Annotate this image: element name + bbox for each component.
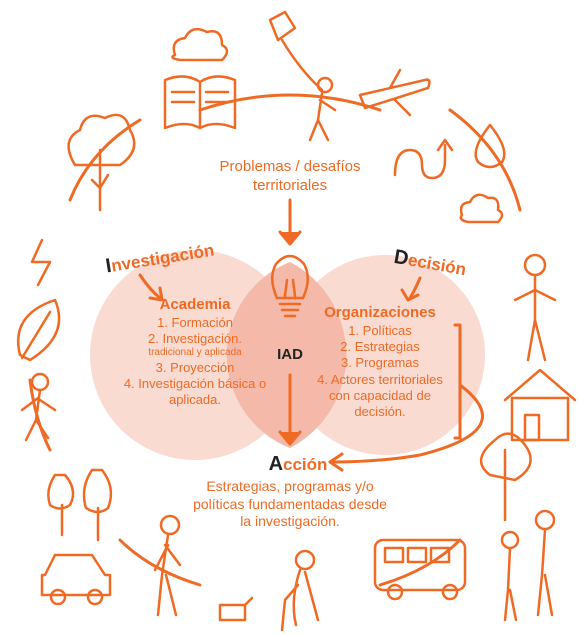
result-line2: políticas fundamentadas desde [193,495,387,512]
ring-arc-right [448,108,522,212]
trees-icon [47,468,113,542]
academia-item-2: 2. Investigación. [148,331,242,346]
organizaciones-item-3: 3. Programas [340,355,420,371]
cloud-icon-top [171,27,229,62]
iad-label: IAD [277,346,303,363]
overlap-region [226,262,347,448]
elderly-person-icon [280,549,320,632]
accion-label: Acción [258,452,338,477]
lightbulb-icon [271,254,309,318]
airplane-icon [358,68,431,117]
result-line1: Estrategias, programas y/o [206,478,374,494]
car-icon [40,553,112,606]
bus-icon [373,538,467,601]
cloud-icon-right [459,193,504,224]
house-icon [503,368,577,442]
leaf-icon [17,298,61,362]
accion-rest: cción [283,455,328,474]
ring-arc-top [198,93,382,112]
standing-people-icon [500,509,556,622]
organizaciones-title: Organizaciones [324,304,436,321]
ring-arc-bottom-left [118,538,202,587]
tree-icon-right [480,432,532,522]
result-line3: la investigación. [240,513,340,529]
academia-item-2-sub: tradicional y aplicada [148,347,242,359]
return-arrow [330,383,484,464]
organizaciones-bracket [453,323,462,440]
ring-arc-bottom-right [378,538,462,587]
organizaciones-item-4: 4. Actores territoriales [317,371,443,387]
organizaciones-block: Organizaciones 1. Políticas 2. Estrategi… [305,304,455,420]
academia-item-1: 1. Formación [157,314,233,330]
academia-item-4: 4. Investigación básica o [123,376,267,391]
academia-title: Academia [159,296,231,313]
drop-icon [474,123,506,169]
road-icon [393,138,454,180]
organizaciones-item-4-cont: con capacidad de [329,387,431,403]
organizaciones-item-1: 1. Políticas [348,322,412,338]
book-icon [163,75,237,130]
iad-arrowhead [278,430,302,446]
kite-person-icon [268,10,337,142]
academia-block: Academia 1. Formación 2. Investigación. … [110,296,280,409]
organizaciones-circle [285,255,485,455]
tree-icon-left [67,113,136,212]
result-block: Estrategias, programas y/o políticas fun… [170,478,410,531]
ring-arc-left [68,118,142,202]
problems-line2: territoriales [252,176,328,194]
organizaciones-item-2: 2. Estrategias [340,339,420,354]
standing-person-icon [513,253,557,362]
problems-label: Problemas / desafíos territoriales [195,158,385,196]
lightning-icon [30,238,52,287]
walking-person-icon [20,372,57,442]
decision-arrow [408,276,422,300]
investigacion-arrow [138,273,162,300]
academia-item-4-cont: aplicada. [168,392,222,408]
accion-initial: A [268,453,284,475]
problems-line1: Problemas / desafíos [219,158,361,175]
person-with-dog-icon [153,514,254,622]
academia-item-3: 3. Proyección [155,359,235,375]
problems-arrowhead [278,230,302,246]
organizaciones-item-4-end: decisión. [354,404,406,419]
